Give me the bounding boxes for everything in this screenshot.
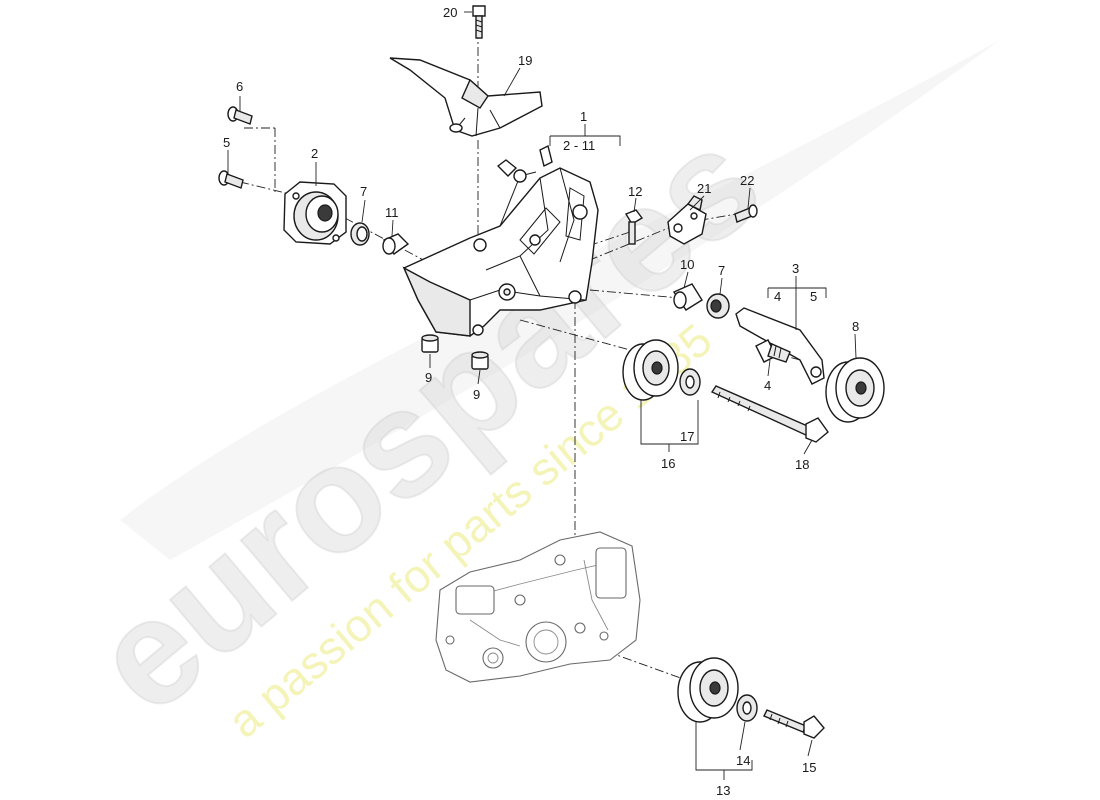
callout-9b: 9 [473,387,480,402]
screw-5 [218,170,244,189]
long-bolt-18 [710,385,829,443]
tensioner-arm-3 [735,307,825,385]
seal-ring-7b [706,293,730,319]
callout-17: 17 [680,429,694,444]
callout-3-sub4: 4 [774,289,781,304]
bushing-11 [382,233,410,255]
callout-4: 4 [764,378,771,393]
sleeve-10 [672,283,703,311]
main-bracket-1 [402,144,599,337]
callout-8: 8 [852,319,859,334]
callout-1: 1 [580,109,587,124]
callout-10: 10 [680,257,694,272]
callout-15: 15 [802,760,816,775]
watermark-brand: eurospares [63,96,791,745]
callout-19: 19 [518,53,532,68]
pulley-16 [622,339,679,401]
bolt-4 [755,339,791,363]
callout-1-range: 2 - 11 [563,138,595,153]
bolt-12 [624,209,644,245]
bolt-20 [472,5,486,39]
callout-5: 5 [223,135,230,150]
idler-pulley-8 [825,357,885,423]
callout-2: 2 [311,146,318,161]
bracket-21 [667,195,707,245]
callout-14: 14 [736,753,750,768]
callout-12: 12 [628,184,642,199]
seal-ring-7a [350,222,370,246]
callout-21: 21 [697,181,711,196]
screw-6 [227,106,253,125]
spacer-9b [471,351,489,370]
callout-labels: 20 19 1 2 - 11 6 5 2 7 11 12 21 22 10 7 … [223,5,859,798]
washer-14 [736,694,758,722]
engine-block [435,531,641,683]
callout-9a: 9 [425,370,432,385]
bolt-15 [763,709,825,739]
heat-shield-19 [389,57,543,137]
pulley-13 [677,657,739,723]
pulley-housing-2 [283,181,347,245]
callout-3: 3 [792,261,799,276]
screw-22 [734,204,758,223]
washer-17 [679,368,701,396]
callout-13: 13 [716,783,730,798]
callout-20: 20 [443,5,457,20]
callout-16: 16 [661,456,675,471]
spacer-9a [421,334,439,353]
callout-7b: 7 [718,263,725,278]
callout-18: 18 [795,457,809,472]
callout-7a: 7 [360,184,367,199]
callout-6: 6 [236,79,243,94]
callout-22: 22 [740,173,754,188]
callout-11: 11 [385,205,399,220]
leader-lines [227,11,857,780]
callout-3-sub5: 5 [810,289,817,304]
